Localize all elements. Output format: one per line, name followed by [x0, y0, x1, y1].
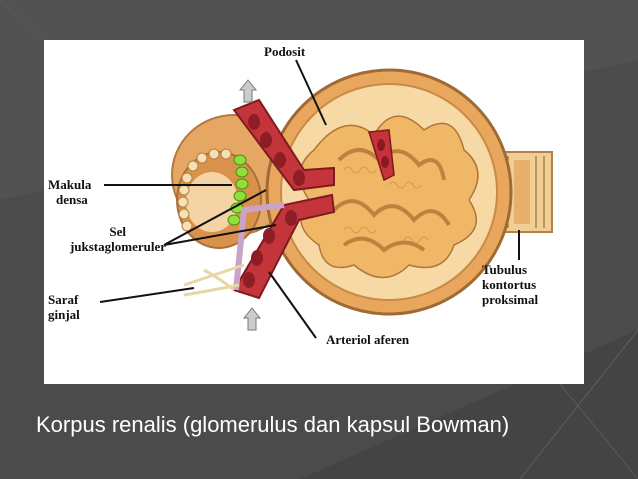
leader-lines [99, 59, 520, 339]
slide-caption: Korpus renalis (glomerulus dan kapsul Bo… [36, 412, 510, 437]
label-sel-jukstaglomeruler: Sel jukstaglomeruler [48, 224, 166, 254]
label-saraf-line2: ginjal [48, 307, 80, 322]
label-podosit: Podosit [264, 44, 306, 59]
label-makula-densa: Makula densa [48, 177, 91, 207]
label-sel-line2: jukstaglomeruler [69, 239, 166, 254]
label-tubulus-line2: kontortus [482, 277, 537, 292]
label-tubulus-line3: proksimal [482, 292, 539, 307]
arrow-up-icon [238, 79, 258, 103]
label-makula-line1: Makula [48, 177, 92, 192]
label-arteriol-aferen: Arteriol aferen [326, 332, 410, 347]
renal-corpuscle-illustration [99, 59, 553, 339]
renal-nerve [183, 263, 245, 297]
macula-densa [227, 154, 249, 226]
glomerulus [299, 115, 479, 279]
label-tubulus-line1: Tubulus [482, 262, 528, 277]
arrow-up-icon [242, 307, 262, 331]
efferent-arteriole [232, 98, 335, 192]
afferent-arteriole [232, 193, 336, 300]
diagram-panel: Podosit Makula densa Sel jukstaglomerule… [44, 40, 584, 384]
label-saraf-ginjal: Saraf ginjal [48, 292, 80, 322]
label-saraf-line1: Saraf [48, 292, 79, 307]
glomerular-capillary [368, 129, 395, 182]
label-tubulus-kontortus-proksimal: Tubulus kontortus proksimal [482, 262, 538, 307]
label-sel-line1: Sel [109, 224, 126, 239]
label-makula-line2: densa [56, 192, 88, 207]
